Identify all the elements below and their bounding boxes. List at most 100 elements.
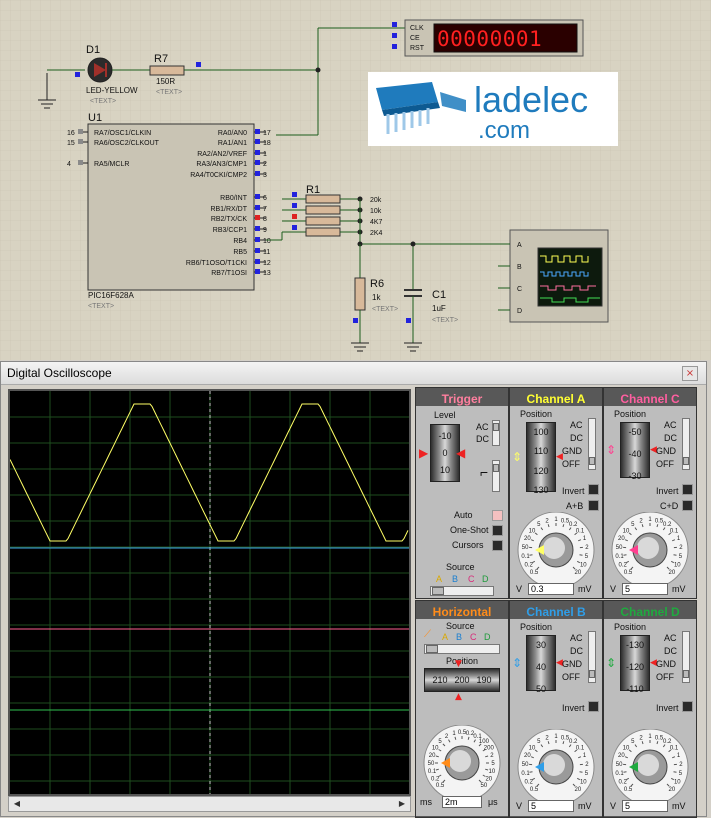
drum-tick: -120 bbox=[621, 662, 649, 672]
schematic-canvas[interactable]: D1 LED-YELLOW <TEXT> R7 150R <TEXT> 0000… bbox=[0, 0, 711, 360]
scroll-left-icon[interactable]: ◀ bbox=[11, 799, 23, 809]
u1-pin-name: RA6/OSC2/CLKOUT bbox=[94, 140, 160, 147]
horizontal-timebase-field[interactable]: 2m bbox=[442, 796, 482, 808]
r1-pin-marker bbox=[292, 192, 297, 197]
channel-d-mode-switch[interactable] bbox=[682, 631, 690, 683]
r1-element bbox=[306, 228, 340, 236]
window-title: Digital Oscilloscope bbox=[7, 366, 112, 380]
channel-c-mode-switch[interactable] bbox=[682, 418, 690, 470]
d1-value: LED-YELLOW bbox=[86, 86, 138, 95]
drum-tick: 210 bbox=[429, 675, 451, 685]
horizontal-source-b[interactable]: B bbox=[456, 632, 462, 642]
channel-a-mode-switch[interactable] bbox=[588, 418, 596, 470]
scope-screen[interactable] bbox=[8, 389, 411, 796]
mode-dc-label: DC bbox=[664, 433, 677, 443]
mode-dc-label: DC bbox=[570, 646, 583, 656]
millivolt-unit: mV bbox=[578, 801, 592, 811]
u1-pin-number: 18 bbox=[263, 140, 271, 147]
channel-d-position-drum[interactable]: -130-120-110 bbox=[620, 635, 650, 691]
position-arrow-icon: ⇕ bbox=[512, 451, 522, 463]
trigger-coupling-switch[interactable] bbox=[492, 420, 500, 446]
channel-c-combine-button[interactable] bbox=[682, 500, 693, 511]
channel-a-combine-button[interactable] bbox=[588, 500, 599, 511]
dial-tick-label: 10 bbox=[529, 528, 536, 534]
dial-tick-label: 0.2 bbox=[525, 780, 534, 786]
channel-c-position-drum[interactable]: -50-40-30 bbox=[620, 422, 650, 478]
trigger-source-c[interactable]: C bbox=[468, 574, 475, 584]
dial-tick-label: 50 bbox=[616, 545, 623, 551]
r1-value: 20k bbox=[370, 197, 382, 204]
window-titlebar[interactable]: Digital Oscilloscope × bbox=[1, 362, 706, 385]
millivolt-unit: mV bbox=[672, 584, 686, 594]
u1-pin-marker bbox=[255, 150, 260, 155]
channel-d-scale-field[interactable]: 5 bbox=[622, 800, 668, 812]
channel-d-invert-button[interactable] bbox=[682, 701, 693, 712]
r6-value: 1k bbox=[372, 293, 381, 302]
horizontal-source-slider[interactable] bbox=[424, 644, 500, 654]
drum-tick: 30 bbox=[527, 640, 555, 650]
u1-pin-number: 6 bbox=[263, 195, 267, 202]
u1-pin-marker bbox=[255, 237, 260, 242]
dial-tick-label: 10 bbox=[623, 528, 630, 534]
u1-pin-number: 9 bbox=[263, 227, 267, 234]
combine-label: A+B bbox=[566, 501, 583, 511]
dial-tick-label: 10 bbox=[623, 745, 630, 751]
mode-ac-label: AC bbox=[570, 420, 583, 430]
horizontal-source-c[interactable]: C bbox=[470, 632, 477, 642]
scope-pin-a: A bbox=[517, 242, 522, 249]
position-arrow-icon: ⇕ bbox=[606, 657, 616, 669]
u1-pin-marker bbox=[255, 129, 260, 134]
u1-pin-marker bbox=[255, 259, 260, 264]
trigger-title: Trigger bbox=[416, 392, 508, 406]
mode-gnd-label: GND bbox=[562, 446, 582, 456]
oscilloscope-block[interactable]: A B C D bbox=[498, 230, 608, 322]
us-unit: μs bbox=[488, 797, 498, 807]
channel-b-mode-switch[interactable] bbox=[588, 631, 596, 683]
mode-ac-label: AC bbox=[570, 633, 583, 643]
channel-b-scale-field[interactable]: 5 bbox=[528, 800, 574, 812]
horizontal-scrollbar[interactable]: ◀ ▶ bbox=[8, 796, 411, 812]
channel-c-scale-field[interactable]: 5 bbox=[622, 583, 668, 595]
channel-b-invert-button[interactable] bbox=[588, 701, 599, 712]
scroll-right-icon[interactable]: ▶ bbox=[396, 799, 408, 809]
mode-off-label: OFF bbox=[562, 459, 580, 469]
trigger-source-slider[interactable] bbox=[430, 586, 494, 596]
u1-pin-name: RA5/MCLR bbox=[94, 161, 129, 168]
u1-pin-marker bbox=[78, 160, 83, 165]
ladelec-logo: ladelec .com bbox=[368, 72, 618, 146]
trigger-edge-switch[interactable] bbox=[492, 460, 500, 492]
horizontal-source-d[interactable]: D bbox=[484, 632, 491, 642]
channel-a-scale-field[interactable]: 0.3 bbox=[528, 583, 574, 595]
trigger-source-b[interactable]: B bbox=[452, 574, 458, 584]
dial-tick-label: 10 bbox=[432, 746, 439, 752]
trigger-source-a[interactable]: A bbox=[436, 574, 442, 584]
counter-timer[interactable]: 00000001 CLK CE RST bbox=[392, 20, 583, 56]
invert-label: Invert bbox=[656, 703, 679, 713]
trigger-oneshot-button[interactable] bbox=[492, 525, 503, 536]
trigger-auto-button[interactable] bbox=[492, 510, 503, 521]
channel-a-invert-button[interactable] bbox=[588, 484, 599, 495]
trigger-source-d[interactable]: D bbox=[482, 574, 489, 584]
resistor-r6[interactable] bbox=[355, 278, 365, 310]
trigger-cursors-button[interactable] bbox=[492, 540, 503, 551]
u1-pin-name: RA0/AN0 bbox=[218, 130, 247, 137]
channel-c-invert-button[interactable] bbox=[682, 484, 693, 495]
position-label: Position bbox=[520, 622, 552, 632]
trigger-level-label: Level bbox=[434, 410, 456, 420]
dial-tick-label: 0.1 bbox=[670, 528, 679, 534]
close-button[interactable]: × bbox=[682, 366, 698, 381]
combine-label: C+D bbox=[660, 501, 678, 511]
dial-tick-label: 0.1 bbox=[521, 771, 530, 777]
horizontal-source-a[interactable]: A bbox=[442, 632, 448, 642]
resistor-r7[interactable] bbox=[150, 66, 184, 75]
horizontal-title: Horizontal bbox=[416, 605, 508, 619]
